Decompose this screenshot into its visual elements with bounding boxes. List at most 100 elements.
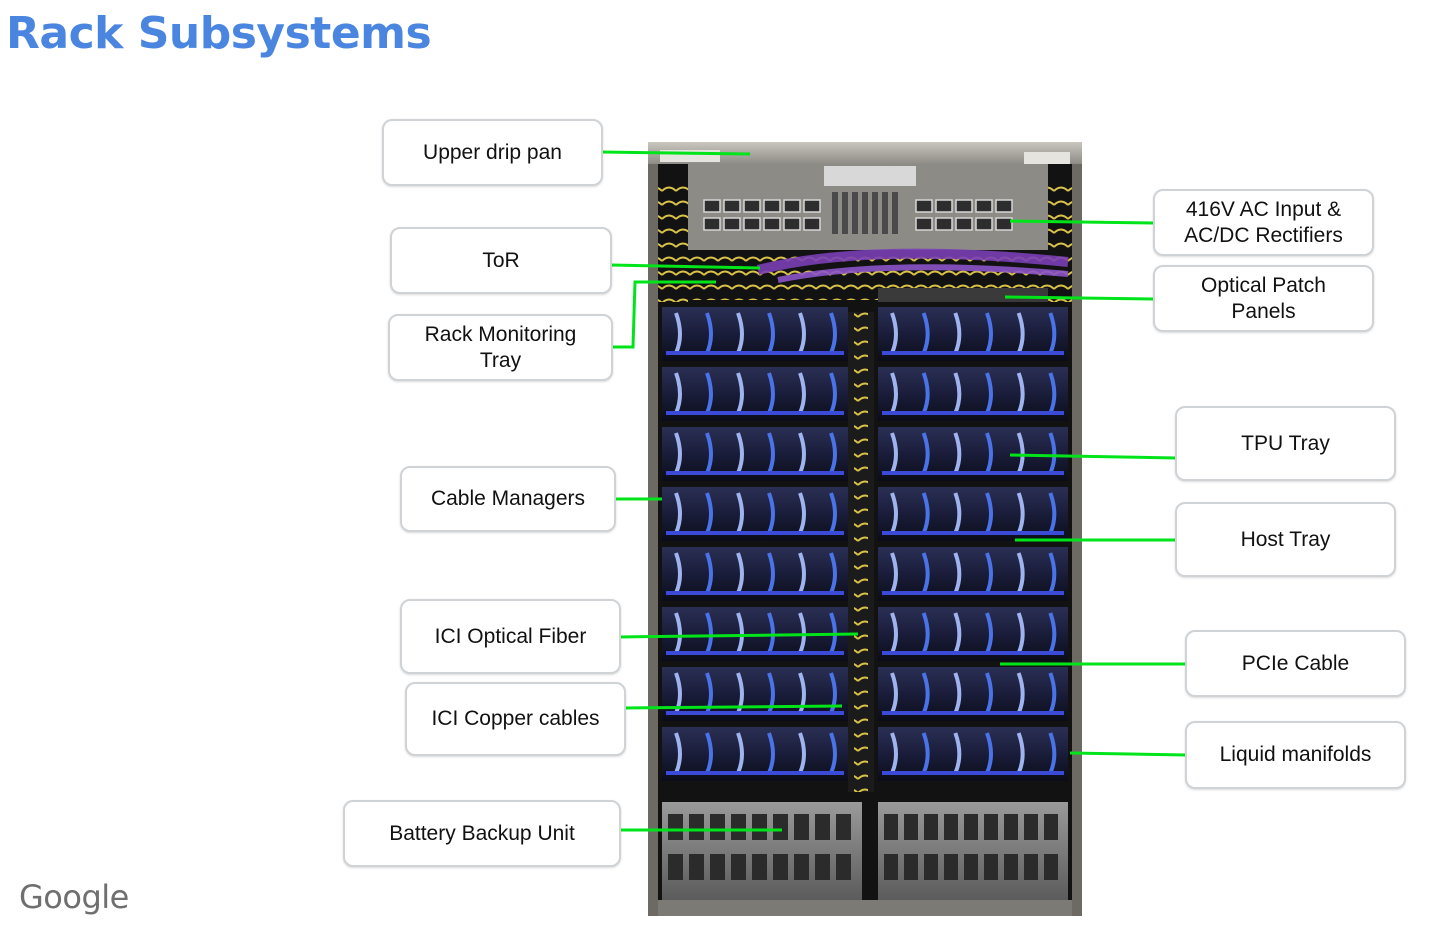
tray-cable [705,492,713,534]
google-logo: Google [19,878,129,916]
tray-cable [890,372,898,414]
bbu-slot [1024,854,1038,880]
label-ac-input-rectifiers: 416V AC Input & AC/DC Rectifiers [1153,189,1374,256]
tray-cable [829,732,837,774]
tray-cable [890,732,898,774]
tray-led-strip [666,591,844,595]
tray-cable [736,312,744,354]
leader-liquid-manifolds [1069,751,1187,757]
bbu-slot [984,854,998,880]
tray-cable [921,432,930,474]
tray-cable [1048,672,1057,714]
tray-led-strip [882,651,1064,655]
tray-cable [829,552,837,594]
tray-cable [985,552,993,594]
tray-cable [890,312,898,354]
tray-cable [736,432,744,474]
tray-led-strip [882,531,1064,535]
label-pcie-cable: PCIe Cable [1185,630,1406,697]
tray-cable [1048,612,1057,654]
label-ici-optical-fiber: ICI Optical Fiber [400,599,621,674]
label-tor: ToR [390,227,612,294]
tray-cable [1016,732,1025,774]
bbu-slot [884,854,898,880]
tray-cable [705,552,713,594]
tray-cable [953,732,962,774]
tray-cable [1048,552,1057,594]
bbu-slot [689,814,704,840]
bbu-slot [815,814,830,840]
bbu-slot [815,854,830,880]
tray-cable [1048,492,1057,534]
bbu-slot [710,814,725,840]
tray-cable [1016,372,1025,414]
tray-cable [985,492,993,534]
tray-cable [1048,732,1057,774]
tray-cable [953,372,962,414]
bbu-slot [964,814,978,840]
label-battery-backup-unit: Battery Backup Unit [343,800,621,867]
tray-cable [985,372,993,414]
tray-cable [921,372,930,414]
tray-cable [674,732,682,774]
tray-cable [798,372,806,414]
tray-cable [985,612,993,654]
tray-cable [767,312,775,354]
tray-cable [674,492,682,534]
tray-cable [953,552,962,594]
tray-cable [767,432,775,474]
tray-cable [829,432,837,474]
bbu-slot [904,814,918,840]
tray-cable [736,492,744,534]
tray-cable [985,732,993,774]
bbu-slot [794,814,809,840]
tray-cable [736,732,744,774]
tray-cable [890,612,898,654]
bbu-slot [731,814,746,840]
bbu-slot [884,814,898,840]
tray-cable [953,312,962,354]
tray-cable [985,432,993,474]
tray-led-strip [666,351,844,355]
bbu-slot [1044,854,1058,880]
label-ici-copper-cables: ICI Copper cables [405,682,626,756]
tray-cable [674,432,682,474]
bbu-slot [710,854,725,880]
page-title: Rack Subsystems [6,8,432,59]
tray-cable [674,372,682,414]
tray-cable [953,492,962,534]
tray-cable [985,672,993,714]
tray-cable [953,612,962,654]
tray-cable [798,432,806,474]
tray-cable [1048,372,1057,414]
bbu-slot [1044,814,1058,840]
bbu-slot [773,854,788,880]
tray-cable [829,492,837,534]
tray-cable [736,672,744,714]
bbu-slot [944,854,958,880]
tray-cable [798,312,806,354]
tray-cable [921,552,930,594]
tray-cable [921,312,930,354]
bbu-slot [752,854,767,880]
bbu-slot [984,814,998,840]
bbu-slot [1004,814,1018,840]
tray-led-strip [666,651,844,655]
tray-cable [1016,612,1025,654]
bbu-slot [904,854,918,880]
tray-led-strip [882,351,1064,355]
label-rack-monitoring-tray: Rack Monitoring Tray [388,314,613,381]
bbu-slot [836,814,851,840]
tray-cable [736,372,744,414]
tray-cable [705,672,713,714]
label-tpu-tray: TPU Tray [1175,406,1396,481]
tray-cable [798,492,806,534]
tray-cable [921,672,930,714]
tray-cable [1048,312,1057,354]
bbu-slot [794,854,809,880]
label-optical-patch-panels: Optical Patch Panels [1153,265,1374,332]
tray-cable [890,492,898,534]
tray-cable [767,672,775,714]
tray-led-strip [882,711,1064,715]
bbu-slot [836,854,851,880]
